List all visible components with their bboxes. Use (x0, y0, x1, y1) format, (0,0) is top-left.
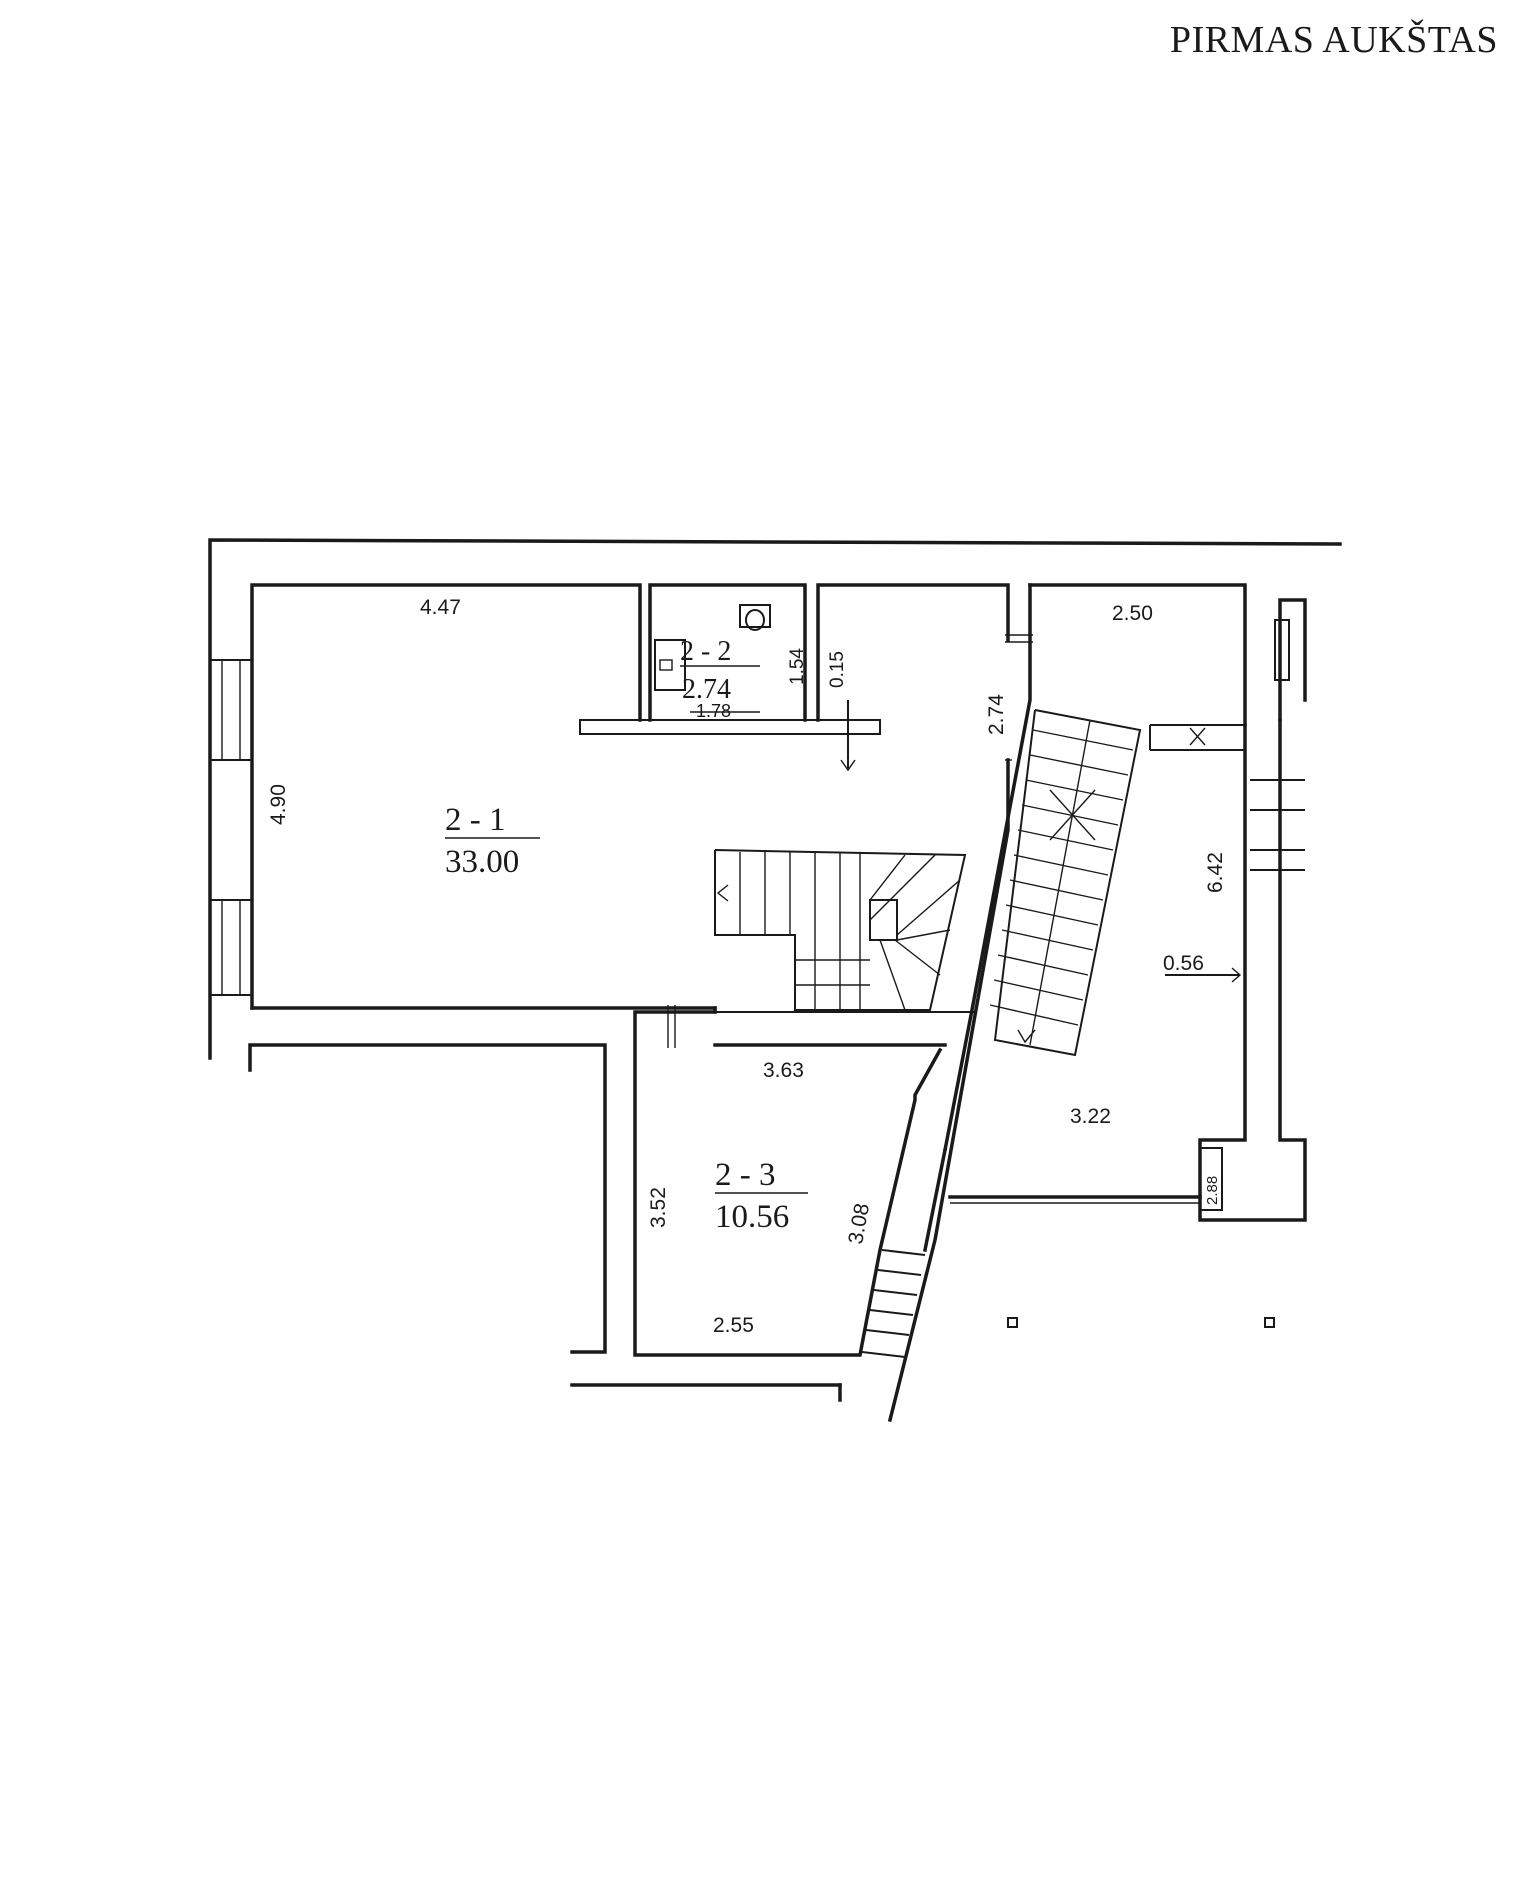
dim-255: 2.55 (713, 1314, 754, 1337)
room-2-3-id: 2 - 3 (715, 1157, 776, 1193)
wc-fixtures (654, 604, 771, 691)
winder-staircase (714, 849, 967, 1011)
dim-178: 1.78 (696, 701, 731, 721)
straight-staircase (989, 709, 1142, 1057)
dimension-labels: 4.47 4.90 1.54 0.15 1.78 2.74 2.50 6.42 … (267, 596, 1227, 1337)
sheet-title: PIRMAS AUKŠTAS (1169, 19, 1498, 61)
dim-352: 3.52 (647, 1187, 670, 1228)
dim-308: 3.08 (844, 1202, 874, 1246)
marker-left (1007, 1317, 1018, 1328)
room-2-1-id: 2 - 1 (445, 802, 506, 838)
dim-154: 1.54 (787, 648, 808, 685)
dim-642: 6.42 (1204, 852, 1227, 893)
walls (208, 538, 1342, 1423)
dimension-lines (690, 700, 1242, 983)
room-2-2-area: 2.74 (682, 674, 731, 705)
room-2-1-area: 33.00 (445, 844, 519, 880)
dim-015: 0.15 (827, 651, 848, 688)
room-2-2-label: 2 - 2 2.74 (680, 636, 760, 705)
dim-322: 3.22 (1070, 1105, 1111, 1128)
marker-right (1264, 1317, 1275, 1328)
dim-363: 3.63 (763, 1059, 804, 1082)
dim-490: 4.90 (267, 784, 290, 825)
dim-274: 2.74 (985, 694, 1008, 735)
room-2-1-label: 2 - 1 33.00 (445, 802, 540, 880)
dim-288: 2.88 (1204, 1176, 1221, 1205)
room-2-3-label: 2 - 3 10.56 (715, 1157, 808, 1235)
dim-056: 0.56 (1163, 952, 1204, 975)
dim-250: 2.50 (1112, 602, 1153, 625)
room-2-3-area: 10.56 (715, 1199, 789, 1235)
dim-447: 4.47 (420, 596, 461, 619)
room-2-2-id: 2 - 2 (680, 636, 731, 667)
